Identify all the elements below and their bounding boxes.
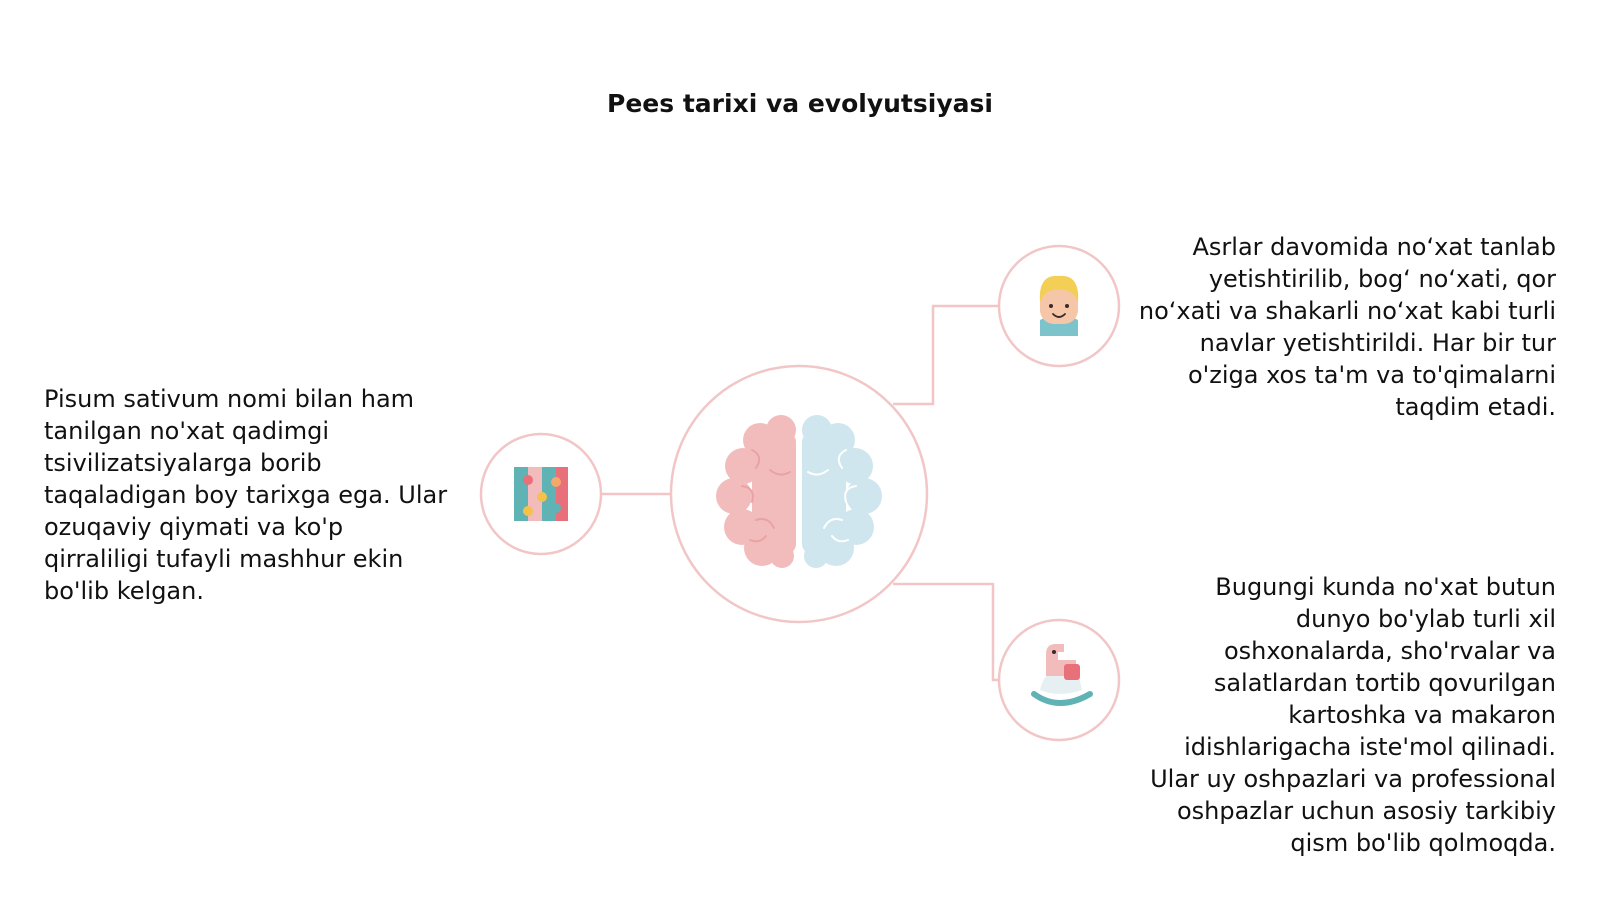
rocking-horse-icon <box>1031 644 1093 706</box>
puzzle-icon <box>514 467 568 521</box>
text-block-top-right: Asrlar davomida no‘xat tanlab yetishtiri… <box>1138 233 1556 421</box>
center-node <box>669 364 929 624</box>
connectors <box>601 304 998 682</box>
text-block-left: Pisum sativum nomi bilan ham tanilgan no… <box>44 385 448 605</box>
text-block-bottom-right: Bugungi kunda no'xat butun dunyo bo'ylab… <box>1150 573 1556 857</box>
bottom-right-node <box>997 618 1121 742</box>
connector-top-right <box>893 304 998 406</box>
brain-icon <box>716 415 882 568</box>
top-right-node <box>997 244 1121 368</box>
connector-bottom-right <box>893 582 998 682</box>
child-face-icon <box>1039 275 1079 336</box>
left-node <box>479 432 603 556</box>
diagram-title: Pees tarixi va evolyutsiyasi <box>607 89 993 118</box>
